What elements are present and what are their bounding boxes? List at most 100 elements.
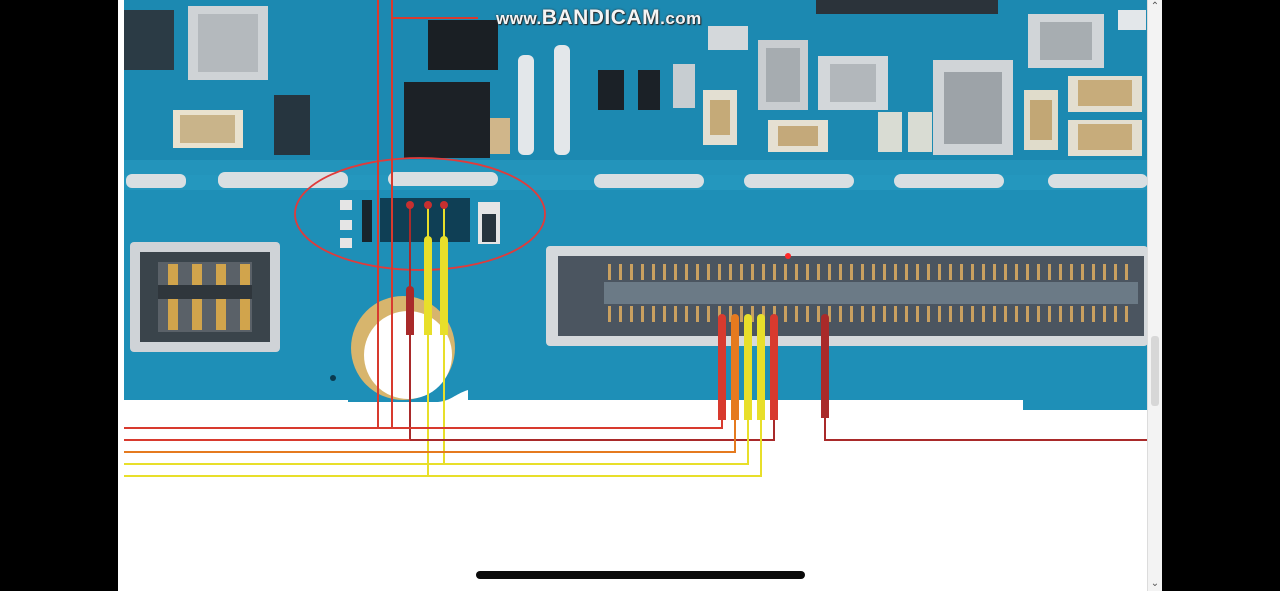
- probe-dot: [821, 314, 829, 322]
- connector-pin: [861, 306, 864, 322]
- connector-pin: [762, 306, 765, 322]
- connector-pin: [641, 264, 644, 280]
- connector-pin: [806, 264, 809, 280]
- connector-pin: [861, 264, 864, 280]
- connector-pin: [993, 264, 996, 280]
- connector-pin: [696, 306, 699, 322]
- ic-pad-dot: [406, 201, 414, 209]
- home-indicator[interactable]: [476, 571, 805, 579]
- connector-pin: [1081, 306, 1084, 322]
- connector-pin: [971, 264, 974, 280]
- connector-pin: [773, 264, 776, 280]
- connector-pin: [817, 264, 820, 280]
- connector-pin: [674, 306, 677, 322]
- bus-yellow-2: [124, 420, 762, 477]
- connector-pin: [927, 306, 930, 322]
- connector-pin: [883, 264, 886, 280]
- connector-pin: [916, 264, 919, 280]
- connector-pin: [619, 306, 622, 322]
- bus-darkred: [410, 420, 775, 441]
- connector-pin: [795, 306, 798, 322]
- probe-dot: [770, 314, 778, 322]
- bus-right: [824, 418, 1148, 441]
- connector-pins: [608, 264, 1128, 322]
- connector-pin: [949, 264, 952, 280]
- connector-pin: [685, 306, 688, 322]
- connector-pin: [839, 306, 842, 322]
- bus-orange: [124, 420, 736, 453]
- schematic-traces: [124, 0, 1148, 477]
- connector-pin: [707, 264, 710, 280]
- bus-red-1: [124, 420, 723, 429]
- connector-pin: [1081, 264, 1084, 280]
- connector-pin: [1070, 264, 1073, 280]
- connector-pin: [839, 264, 842, 280]
- connector-pin: [718, 264, 721, 280]
- connector-pin: [905, 264, 908, 280]
- connector-pin: [971, 306, 974, 322]
- connector-pin: [630, 264, 633, 280]
- bandicam-watermark: www.BANDICAM.com: [496, 6, 702, 29]
- connector-pin: [894, 264, 897, 280]
- connector-pin: [729, 306, 732, 322]
- connector-pin: [696, 264, 699, 280]
- connector-pin: [685, 264, 688, 280]
- connector-pin: [1037, 306, 1040, 322]
- scroll-thumb[interactable]: [1151, 336, 1159, 406]
- connector-pin: [1026, 306, 1029, 322]
- schematic-viewer[interactable]: www.BANDICAM.com ⌃ ⌄: [118, 0, 1162, 591]
- chevron-down-icon[interactable]: ⌄: [1150, 578, 1160, 589]
- connector-pin: [806, 306, 809, 322]
- ic-cluster: [340, 198, 500, 248]
- connector-pin: [1037, 264, 1040, 280]
- ic-pad-dot: [440, 201, 448, 209]
- connector-pin: [751, 306, 754, 322]
- ic-pad-dot: [424, 201, 432, 209]
- connector-pin: [773, 306, 776, 322]
- connector-pin: [1048, 306, 1051, 322]
- connector-pin: [630, 306, 633, 322]
- connector-pin: [751, 264, 754, 280]
- probe-left-2: [424, 240, 432, 335]
- connector-pin: [674, 264, 677, 280]
- probe-conn-1: [718, 318, 726, 420]
- probe-dot: [744, 314, 752, 322]
- connector-pin: [729, 264, 732, 280]
- connector-pin: [960, 306, 963, 322]
- connector-pin: [619, 264, 622, 280]
- connector-pin: [817, 306, 820, 322]
- vertical-scrollbar[interactable]: ⌃ ⌄: [1147, 0, 1162, 591]
- marker-dot: [785, 253, 791, 259]
- probe-dot: [718, 314, 726, 322]
- connector-pin: [993, 306, 996, 322]
- connector-pin: [1048, 264, 1051, 280]
- connector-pin: [872, 264, 875, 280]
- connector-pin: [828, 306, 831, 322]
- connector-pin: [1114, 264, 1117, 280]
- connector-pin: [883, 306, 886, 322]
- connector-pin: [1070, 306, 1073, 322]
- battery-connector: [130, 242, 280, 352]
- connector-pin: [608, 264, 611, 280]
- smd-components: [124, 0, 1146, 158]
- connector-pin: [663, 264, 666, 280]
- connector-pin: [850, 264, 853, 280]
- connector-pin: [1004, 264, 1007, 280]
- highlight-ellipse: [294, 157, 546, 271]
- connector-pin: [1059, 264, 1062, 280]
- connector-pin: [1103, 306, 1106, 322]
- probe-left-1: [406, 290, 414, 335]
- connector-pin: [608, 306, 611, 322]
- probe-conn-3: [744, 318, 752, 420]
- probe-conn-2: [731, 318, 739, 420]
- connector-pin: [905, 306, 908, 322]
- connector-pin: [927, 264, 930, 280]
- connector-pin: [641, 306, 644, 322]
- connector-pin: [740, 306, 743, 322]
- connector-pin: [740, 264, 743, 280]
- probe-left-3: [440, 240, 448, 335]
- fpc-connector: [546, 246, 1148, 346]
- connector-pin: [949, 306, 952, 322]
- chevron-up-icon[interactable]: ⌃: [1150, 1, 1160, 12]
- bus-yellow-1: [124, 420, 749, 465]
